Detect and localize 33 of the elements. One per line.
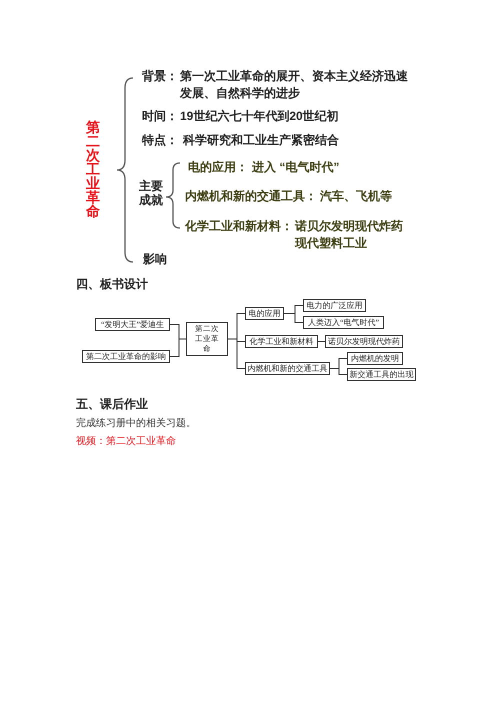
concept-box: 电的应用: [245, 307, 284, 320]
concept-box: 电力的广泛应用: [303, 299, 366, 312]
concept-box: “发明大王”爱迪生: [95, 318, 170, 331]
concept-box: 人类迈入“电气时代”: [303, 316, 384, 329]
field-label: 背景：: [142, 68, 179, 85]
field-label: 主要成就: [139, 179, 164, 207]
field-text: 科学研究和工业生产紧密结合: [183, 132, 340, 149]
concept-box: 诺贝尔发明现代炸药: [325, 335, 403, 348]
item-text: 现代塑料工业: [295, 235, 368, 252]
connector-line: [228, 338, 246, 369]
body-text: 完成练习册中的相关习题。: [76, 416, 197, 431]
item-label: 化学工业和新材料：: [185, 218, 294, 235]
video-link: 视频：第二次工业革命: [76, 434, 177, 449]
title-vertical: 第二次工业革命: [86, 120, 101, 218]
field-label: 影响: [143, 251, 168, 268]
connector-line: [330, 368, 348, 375]
item-text: 进入 “电气时代”: [252, 159, 340, 176]
section-heading: 五、课后作业: [76, 396, 149, 412]
concept-box: 第二次工业革命的影响: [82, 350, 170, 363]
concept-box: 化学工业和新材料: [245, 335, 318, 348]
field-label: 特点：: [142, 132, 179, 149]
field-label: 时间：: [142, 108, 179, 125]
item-label: 内燃机和新的交通工具：: [185, 188, 318, 205]
field-text: 第一次工业革命的展开、资本主义经济迅速发展、自然科学的进步: [180, 68, 409, 102]
section-heading: 四、板书设计: [76, 276, 149, 292]
item-text: 诺贝尔发明现代炸药: [295, 218, 404, 235]
concept-box: 新交通工具的出现: [347, 368, 416, 381]
item-text: 汽车、飞机等: [320, 188, 393, 205]
field-text: 19世纪六七十年代到20世纪初: [180, 108, 340, 125]
concept-box: 内燃机和新的交通工具: [245, 362, 330, 375]
connector-line: [284, 313, 304, 323]
connector-line: [170, 338, 186, 357]
concept-box: 内燃机的发明: [347, 352, 403, 365]
